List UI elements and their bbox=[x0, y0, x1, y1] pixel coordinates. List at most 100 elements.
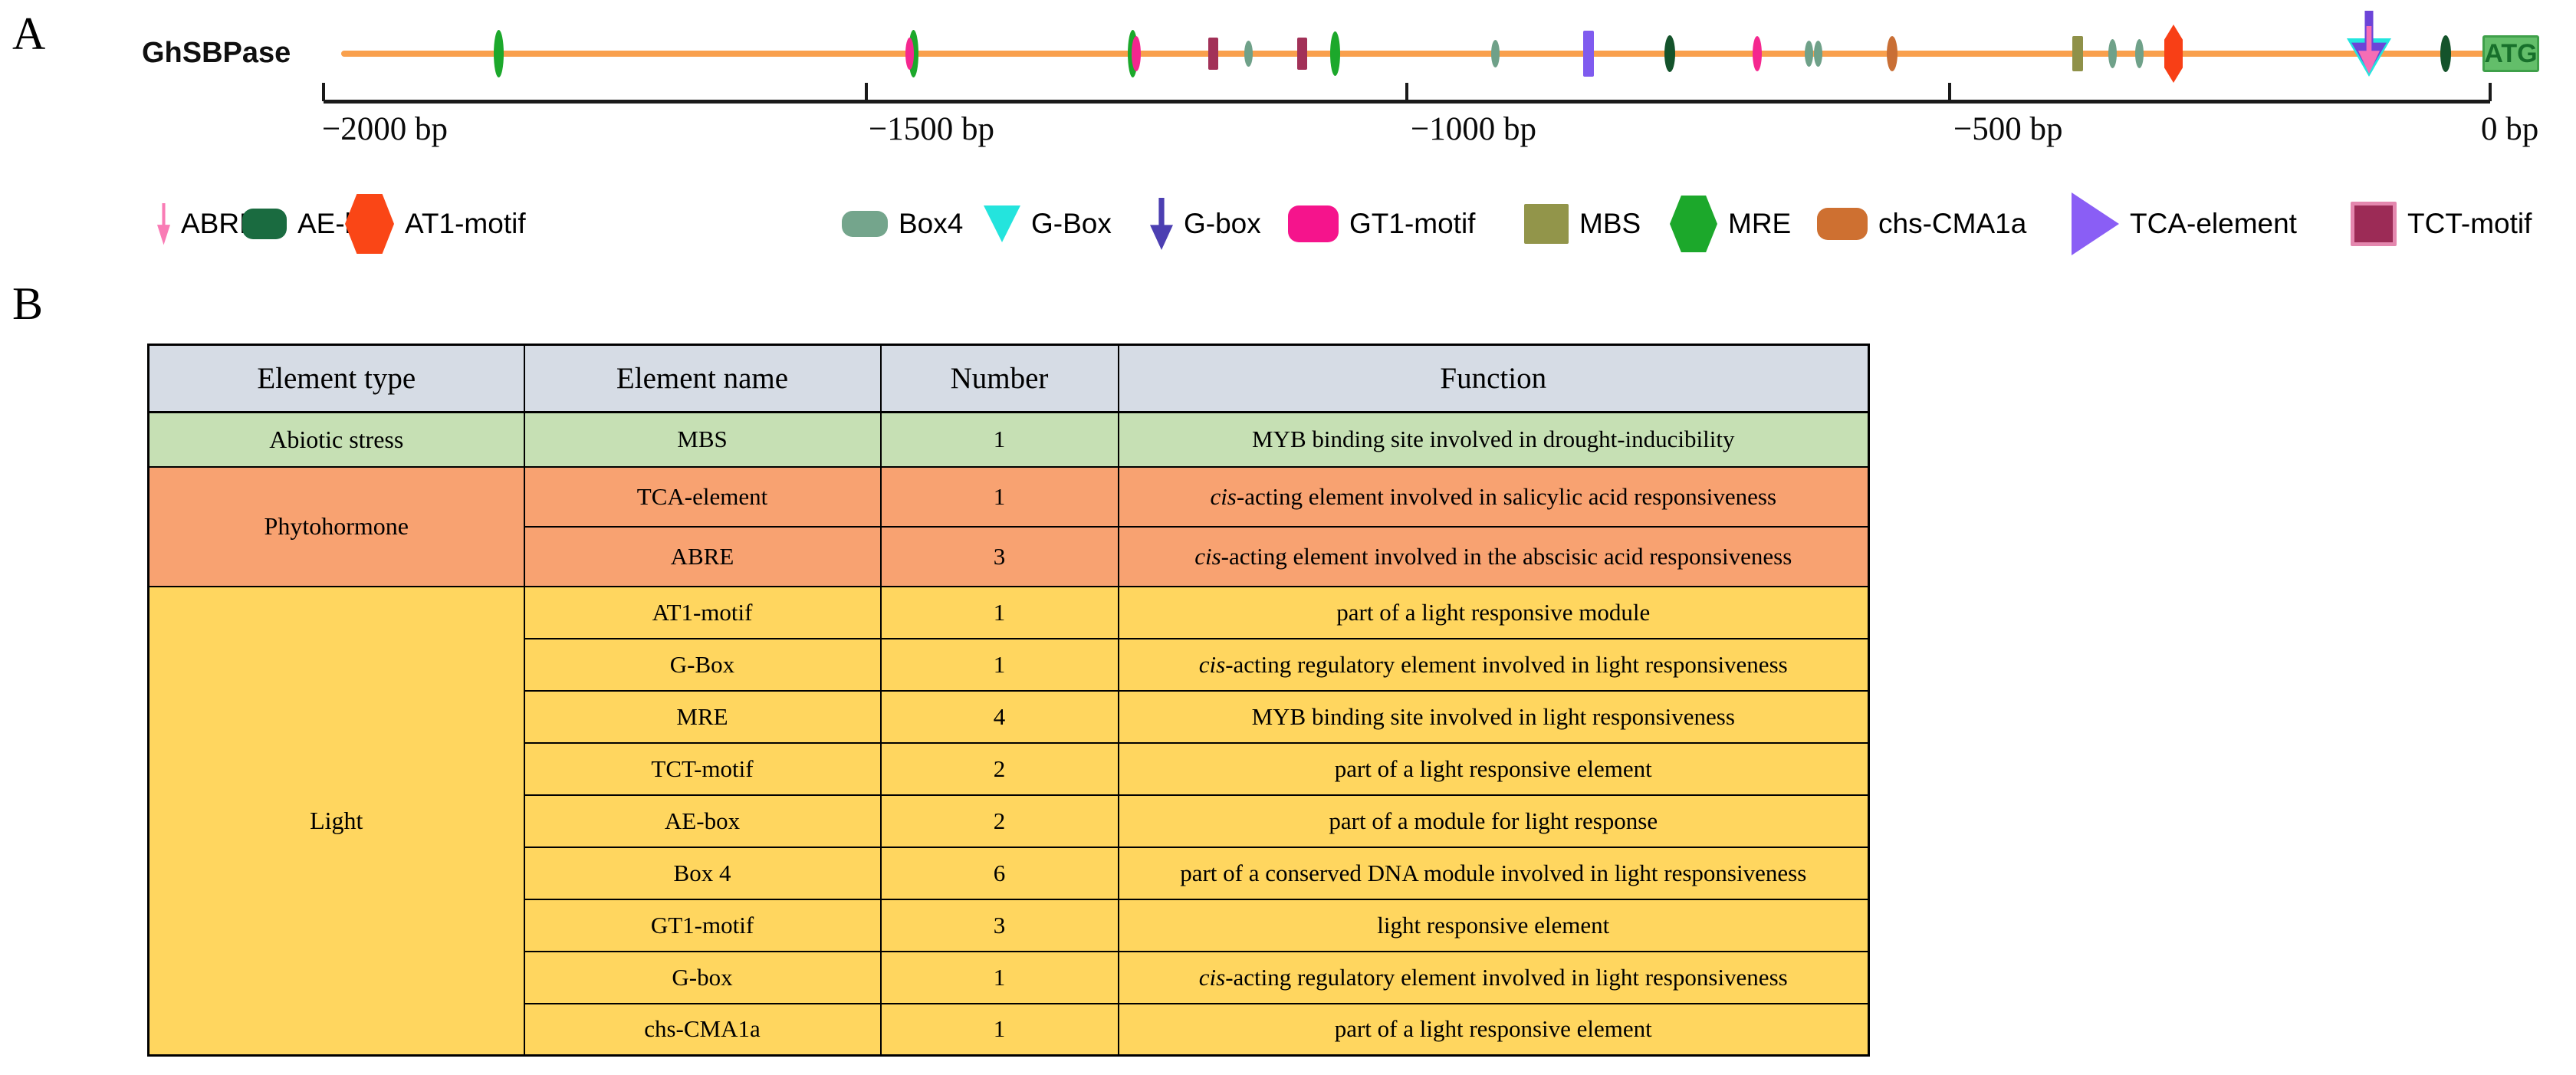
element-name-cell: chs-CMA1a bbox=[523, 1002, 882, 1057]
panel-a-label: A bbox=[12, 8, 46, 59]
table-header-element-name: Element name bbox=[523, 344, 882, 413]
promoter-element-box4 bbox=[2134, 39, 2144, 68]
element-name-cell: G-Box bbox=[523, 637, 882, 692]
ruler-tick-label: −2000 bp bbox=[322, 111, 449, 147]
promoter-element-mbs bbox=[2072, 36, 2083, 71]
legend-label-mre: MRE bbox=[1728, 208, 1792, 239]
table-header-function: Function bbox=[1117, 344, 1870, 413]
ruler-tick-label: −1500 bp bbox=[869, 111, 995, 147]
ruler-bar bbox=[324, 100, 2490, 104]
function-cell: part of a light responsive element bbox=[1117, 1002, 1870, 1057]
promoter-element-gt1-motif bbox=[905, 38, 914, 70]
number-cell: 6 bbox=[879, 846, 1119, 900]
promoter-element-tct-motif bbox=[1296, 38, 1307, 70]
function-cell: cis-acting regulatory element involved i… bbox=[1117, 637, 1870, 692]
legend-label-at1-motif: AT1-motif bbox=[405, 208, 526, 239]
atg-start-codon-box: ATG bbox=[2482, 35, 2539, 72]
ruler-tick bbox=[322, 83, 325, 101]
legend-label-chs-cma1a: chs-CMA1a bbox=[1878, 208, 2027, 239]
function-cell: cis-acting element involved in salicylic… bbox=[1117, 465, 1870, 528]
element-name-cell: AE-box bbox=[523, 794, 882, 848]
promoter-element-tct-motif bbox=[1208, 38, 1218, 70]
element-name-cell: AT1-motif bbox=[523, 585, 882, 639]
element-name-cell: TCA-element bbox=[523, 465, 882, 528]
element-type-cell: Abiotic stress bbox=[147, 411, 525, 468]
legend-label-box4: Box4 bbox=[899, 208, 964, 239]
function-cell: cis-acting regulatory element involved i… bbox=[1117, 950, 1870, 1004]
function-cell: cis-acting element involved in the absci… bbox=[1117, 525, 1870, 587]
table-header-number: Number bbox=[879, 344, 1119, 413]
element-name-cell: GT1-motif bbox=[523, 898, 882, 952]
mbs-legend-icon bbox=[1524, 204, 1569, 244]
ruler-tick bbox=[1405, 83, 1408, 101]
number-cell: 1 bbox=[879, 637, 1119, 692]
element-name-cell: MBS bbox=[523, 411, 882, 468]
ruler-tick-label: 0 bp bbox=[2481, 111, 2539, 147]
promoter-element-mre bbox=[1329, 31, 1340, 76]
legend-label-mbs: MBS bbox=[1579, 208, 1641, 239]
promoter-element-box4 bbox=[1804, 41, 1813, 67]
function-cell: light responsive element bbox=[1117, 898, 1870, 952]
number-cell: 3 bbox=[879, 525, 1119, 587]
promoter-element-mre bbox=[493, 30, 504, 77]
element-name-cell: TCT-motif bbox=[523, 741, 882, 796]
promoter-element-at1-motif bbox=[2164, 25, 2183, 83]
promoter-element-tca-element bbox=[1583, 31, 1594, 77]
function-cell: part of a conserved DNA module involved … bbox=[1117, 846, 1870, 900]
promoter-element-box4 bbox=[2108, 39, 2117, 68]
legend-label-tct-motif: TCT-motif bbox=[2407, 208, 2532, 239]
gt1-motif-legend-icon bbox=[1288, 205, 1339, 242]
function-cell: MYB binding site involved in drought-ind… bbox=[1117, 411, 1870, 468]
gene-name-label: GhSBPase bbox=[142, 37, 291, 69]
promoter-element-gt1-motif bbox=[1132, 36, 1141, 71]
legend-label-g-box: G-Box bbox=[1031, 208, 1112, 239]
number-cell: 4 bbox=[879, 689, 1119, 744]
function-cell: part of a light responsive module bbox=[1117, 585, 1870, 639]
element-name-cell: MRE bbox=[523, 689, 882, 744]
number-cell: 2 bbox=[879, 794, 1119, 848]
ruler-tick-label: −1000 bp bbox=[1411, 111, 1537, 147]
box4-legend-icon bbox=[842, 211, 888, 237]
tca-element-legend-icon bbox=[2072, 192, 2119, 255]
tct-motif-legend-icon bbox=[2351, 202, 2397, 246]
chs-cma1a-legend-icon bbox=[1817, 208, 1868, 240]
g-box-legend-icon bbox=[984, 205, 1020, 242]
promoter-element-gt1-motif bbox=[1753, 36, 1762, 71]
g-box-legend-icon bbox=[1150, 198, 1173, 250]
ae-box-legend-icon bbox=[242, 209, 287, 239]
ruler-tick bbox=[1948, 83, 1951, 101]
function-cell: part of a module for light response bbox=[1117, 794, 1870, 848]
panel-b-label: B bbox=[12, 278, 44, 329]
table-header-element-type: Element type bbox=[147, 344, 525, 413]
number-cell: 1 bbox=[879, 585, 1119, 639]
promoter-element-chs-cma1a bbox=[1887, 36, 1898, 71]
abre-legend-icon bbox=[157, 202, 170, 245]
element-type-cell: Phytohormone bbox=[147, 465, 525, 587]
number-cell: 1 bbox=[879, 1002, 1119, 1057]
number-cell: 1 bbox=[879, 411, 1119, 468]
number-cell: 2 bbox=[879, 741, 1119, 796]
legend-label-tca-element: TCA-element bbox=[2130, 208, 2297, 239]
function-cell: MYB binding site involved in light respo… bbox=[1117, 689, 1870, 744]
promoter-backbone-line bbox=[341, 51, 2486, 57]
promoter-element-box4 bbox=[1244, 41, 1253, 67]
element-type-cell: Light bbox=[147, 585, 525, 1057]
legend-label-gt1-motif: GT1-motif bbox=[1349, 208, 1476, 239]
ruler-tick bbox=[2489, 83, 2492, 101]
mre-legend-icon bbox=[1670, 196, 1717, 252]
at1-motif-legend-icon bbox=[345, 194, 394, 254]
promoter-element-box4 bbox=[1813, 41, 1822, 67]
number-cell: 1 bbox=[879, 465, 1119, 528]
promoter-element-ae-box bbox=[1664, 35, 1675, 72]
element-name-cell: ABRE bbox=[523, 525, 882, 587]
number-cell: 1 bbox=[879, 950, 1119, 1004]
promoter-element-box4 bbox=[1490, 40, 1500, 67]
ruler-tick-label: −500 bp bbox=[1953, 111, 2063, 147]
promoter-element-ae-box bbox=[2440, 35, 2451, 72]
abre-gbox-cluster-icon bbox=[2345, 6, 2393, 77]
number-cell: 3 bbox=[879, 898, 1119, 952]
